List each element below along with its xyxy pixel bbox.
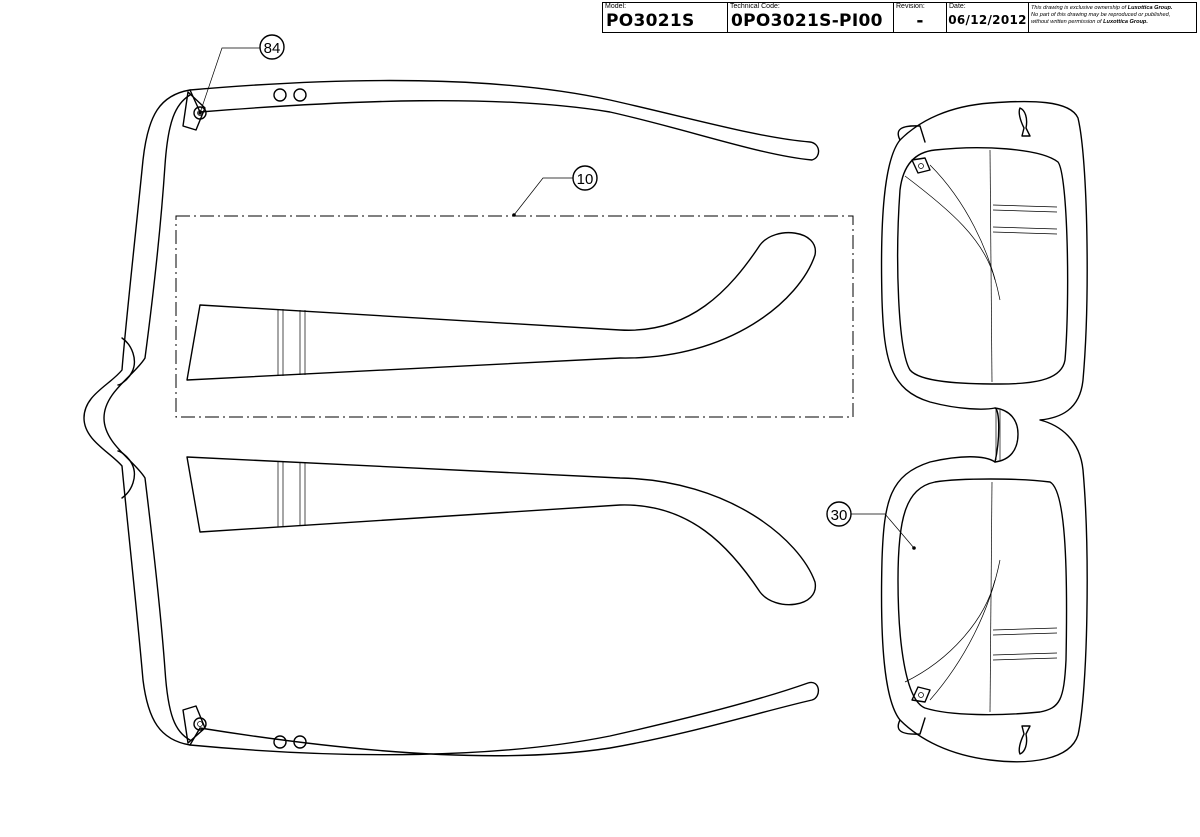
temple-detail-upper — [186, 231, 816, 381]
bridge — [994, 407, 1019, 463]
technical-code-label: Technical Code: — [730, 3, 780, 10]
frame-front-outer — [83, 89, 191, 746]
rivet-bottom-1 — [273, 735, 287, 749]
frame-top-view — [83, 79, 820, 757]
screw-top — [193, 106, 207, 120]
front-outer-outline — [880, 100, 1088, 763]
technical-code-cell: Technical Code: 0PO3021S-PI00 — [728, 3, 894, 32]
callout-10-label: 10 — [577, 171, 594, 188]
front-hinge-bottom — [911, 686, 931, 703]
lens-upper — [896, 147, 1069, 385]
callout-84: 84 — [198, 34, 285, 115]
revision-value: - — [916, 11, 924, 31]
revision-cell: Revision: - — [894, 3, 947, 32]
temple-top — [189, 79, 820, 161]
nose-pad-lower — [117, 450, 136, 499]
date-cell: Date: 06/12/2012 — [947, 3, 1029, 32]
callout-30-label: 30 — [831, 507, 848, 524]
callout-84-label: 84 — [264, 40, 281, 57]
rivet-top-1 — [273, 88, 287, 102]
frame-front-inner — [103, 94, 191, 741]
front-hinge-top — [911, 157, 931, 174]
rivet-bottom-2 — [293, 735, 307, 749]
model-label: Model: — [605, 3, 627, 10]
frame-front-view — [880, 100, 1088, 763]
rivet-top-2 — [293, 88, 307, 102]
hinge-top — [182, 91, 206, 131]
revision-label: Revision: — [896, 3, 925, 10]
date-label: Date: — [949, 3, 966, 10]
detail-boundary — [175, 215, 854, 418]
screw-bottom — [193, 717, 207, 731]
temple-detail-lower — [186, 456, 816, 606]
ornament-top — [1018, 107, 1031, 137]
title-block: Model: PO3021S Technical Code: 0PO3021S-… — [602, 2, 1197, 33]
ownership-notice: This drawing is exclusive ownership of L… — [1031, 5, 1173, 25]
ornament-bottom — [1018, 725, 1031, 755]
date-value: 06/12/2012 — [948, 13, 1027, 27]
model-cell: Model: PO3021S — [603, 3, 728, 32]
callout-10: 10 — [512, 165, 598, 217]
technical-code-value: 0PO3021S-PI00 — [731, 11, 883, 31]
model-value: PO3021S — [606, 11, 695, 31]
callout-30: 30 — [826, 501, 916, 550]
nose-pad-upper — [117, 337, 136, 386]
lens-lower — [897, 478, 1068, 716]
hinge-bottom — [182, 705, 206, 744]
temple-bottom — [189, 681, 819, 757]
